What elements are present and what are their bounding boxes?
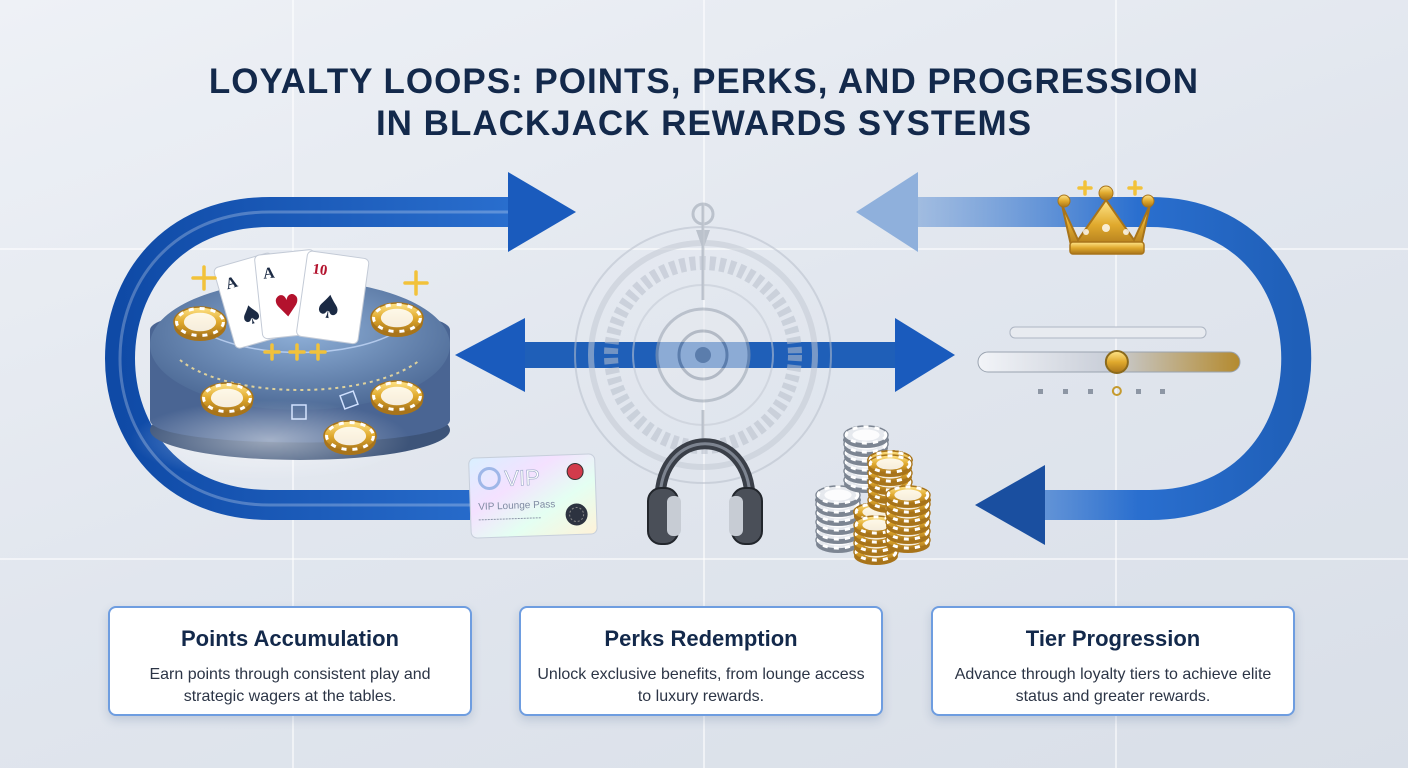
headphones-icon xyxy=(647,438,763,545)
svg-text:♥: ♥ xyxy=(272,288,302,326)
card-title: Perks Redemption xyxy=(604,626,798,651)
sparkle-icon xyxy=(1127,180,1143,196)
card-body: Advance through loyalty tiers to achieve… xyxy=(954,666,1272,705)
casino-chip-icon xyxy=(885,485,931,508)
card-title: Points Accumulation xyxy=(181,626,399,651)
sparkle-icon xyxy=(263,343,281,361)
card-body: Unlock exclusive benefits, from lounge a… xyxy=(537,666,865,705)
grid-line xyxy=(0,558,1408,560)
sparkle-icon xyxy=(309,343,327,361)
page-title-line-2: IN BLACKJACK REWARDS SYSTEMS xyxy=(375,104,1033,143)
crown-icon xyxy=(1057,185,1155,255)
info-card-tier-progression: Tier Progression Advance through loyalty… xyxy=(931,606,1295,716)
arrowhead-left xyxy=(975,465,1045,545)
casino-chip-icon xyxy=(370,302,424,337)
loop-band-left xyxy=(105,197,520,520)
loyalty-loop-diagram: A ♠ A ♥ 10 ♠ xyxy=(105,172,1312,565)
sparkle-group xyxy=(191,180,1143,361)
arrowhead-left-faded xyxy=(856,172,918,252)
middle-arrowhead-right xyxy=(895,318,955,392)
sparkle-icon xyxy=(191,265,217,291)
card-rank: A xyxy=(224,274,240,294)
sparkle-icon xyxy=(1077,180,1093,196)
casino-chip-icon xyxy=(323,420,377,455)
info-card-perks-redemption: Perks Redemption Unlock exclusive benefi… xyxy=(519,606,883,716)
playing-cards-icon: A ♠ A ♥ 10 ♠ xyxy=(213,249,370,349)
progress-slider-icon xyxy=(977,326,1241,396)
card-title: Tier Progression xyxy=(1025,626,1201,651)
page-title-line-1: LOYALTY LOOPS: POINTS, PERKS, AND PROGRE… xyxy=(208,62,1200,101)
roulette-wheel-icon xyxy=(574,202,832,484)
casino-chip-icon xyxy=(867,454,913,477)
svg-text:♠: ♠ xyxy=(312,286,346,328)
vip-pass-heading: VIP xyxy=(504,465,540,491)
loop-band-highlight xyxy=(118,210,520,507)
sparkle-icon xyxy=(288,343,306,361)
vip-pass-icon: VIP VIP Lounge Pass xyxy=(468,453,598,539)
casino-chip-icon xyxy=(173,306,227,341)
chip-group xyxy=(173,302,424,455)
card-body: Earn points through consistent play and … xyxy=(149,666,431,705)
chip-stack-icon xyxy=(815,425,931,565)
casino-chip-icon xyxy=(815,485,861,508)
arrowhead-right xyxy=(508,172,576,252)
casino-chip-icon xyxy=(200,382,254,417)
casino-chip-icon xyxy=(843,425,889,448)
card-rank: 10 xyxy=(311,261,328,279)
grid-line xyxy=(1115,0,1117,768)
casino-chip-icon xyxy=(370,380,424,415)
loop-band-right xyxy=(900,197,1312,520)
middle-arrowhead-left xyxy=(455,318,525,392)
sparkle-icon xyxy=(403,270,429,296)
info-card-points-accumulation: Points Accumulation Earn points through … xyxy=(108,606,472,716)
vip-pass-subheading: VIP Lounge Pass xyxy=(478,499,555,513)
card-rank: A xyxy=(262,265,276,283)
